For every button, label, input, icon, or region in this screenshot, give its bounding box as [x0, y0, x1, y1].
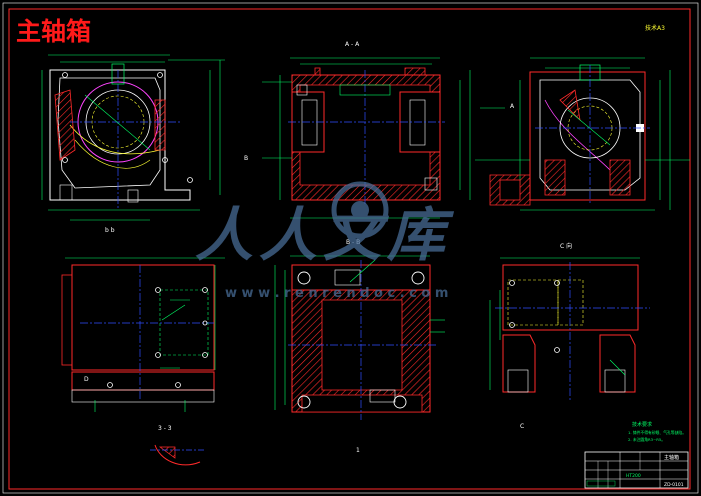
section-3-3-label: 3 - 3 [158, 425, 172, 432]
view-front-left: b b [41, 54, 225, 234]
view-marker-c: C [520, 423, 524, 430]
watermark-url: w w w . r e n r e n d o c . c o m [225, 286, 448, 301]
view-c: C 向 C [489, 242, 650, 430]
view-marker-1: 1 [356, 447, 360, 454]
watermark: 人人文库 w w w . r e n r e n d o c . c o m [195, 181, 455, 301]
section-marker-b: B [244, 155, 248, 162]
titleblock-code: ZD-0101 [664, 482, 684, 488]
section-marker-d: D [84, 376, 89, 383]
technical-notes: 技术要求 1. 铸件不得有砂眼、气孔等缺陷。 2. 未注圆角R3~R5。 [628, 421, 686, 442]
watermark-text: 人人文库 [195, 201, 455, 269]
note-1: 1. 铸件不得有砂眼、气孔等缺陷。 [628, 430, 686, 435]
section-a-a-label: A - A [345, 41, 360, 48]
corner-label: 技术A3 [645, 24, 665, 32]
drawing-title: 主轴箱 [16, 17, 91, 46]
view-side-right [475, 57, 690, 211]
section-b-b: B - B 1 [274, 239, 445, 454]
section-b-b-label: B - B [346, 239, 360, 246]
note-2: 2. 未注圆角R3~R5。 [628, 437, 665, 442]
view-c-label: C 向 [560, 242, 572, 250]
titleblock-material: HT200 [626, 473, 641, 479]
section-a-a: A - A B A [244, 41, 515, 219]
drawing-frame [8, 8, 691, 490]
view-bottom-left: D 3 - 3 [61, 257, 225, 466]
view-b-label: b b [105, 227, 115, 234]
notes-heading: 技术要求 [632, 421, 652, 428]
section-marker-a: A [510, 103, 515, 110]
title-block: 主轴箱 HT200 ZD-0101 [584, 451, 689, 489]
titleblock-name: 主轴箱 [664, 454, 679, 461]
